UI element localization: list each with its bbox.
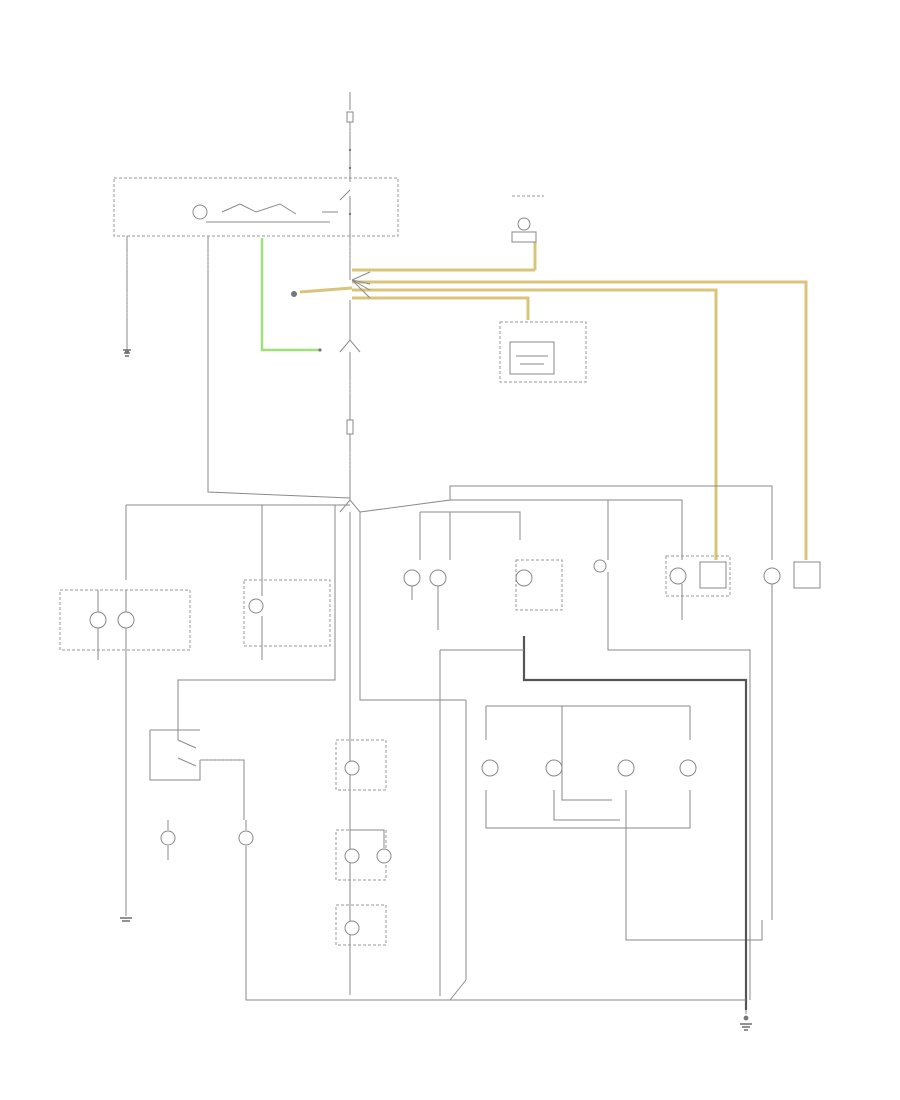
left-switch — [149, 700, 245, 820]
cluster-lamp-1 — [89, 611, 107, 629]
top-right-sensor — [511, 195, 544, 243]
center-splice — [291, 236, 808, 560]
right-lower-lamps — [481, 705, 763, 941]
ground-bus — [439, 636, 748, 1010]
switch-lamp — [192, 204, 208, 220]
left-lower-lamps — [160, 820, 450, 1001]
left-lamp-box — [243, 579, 331, 660]
fuse-top — [346, 111, 354, 123]
green-wire — [260, 238, 322, 352]
dimmer-feed — [207, 236, 351, 499]
right-module-box — [499, 321, 587, 383]
left-ground-branch — [123, 236, 131, 357]
right-upper-lamps — [403, 555, 821, 1000]
main-distribution — [125, 485, 773, 995]
left-lower-ground — [120, 900, 132, 922]
cluster-lamp-2 — [117, 611, 135, 629]
right-ground — [450, 999, 752, 1031]
center-lower-stack — [335, 739, 392, 946]
left-cluster-box — [59, 589, 191, 900]
center-rheostat — [339, 300, 361, 500]
headlamp-switch-box — [113, 177, 399, 237]
top-feed — [346, 92, 354, 182]
